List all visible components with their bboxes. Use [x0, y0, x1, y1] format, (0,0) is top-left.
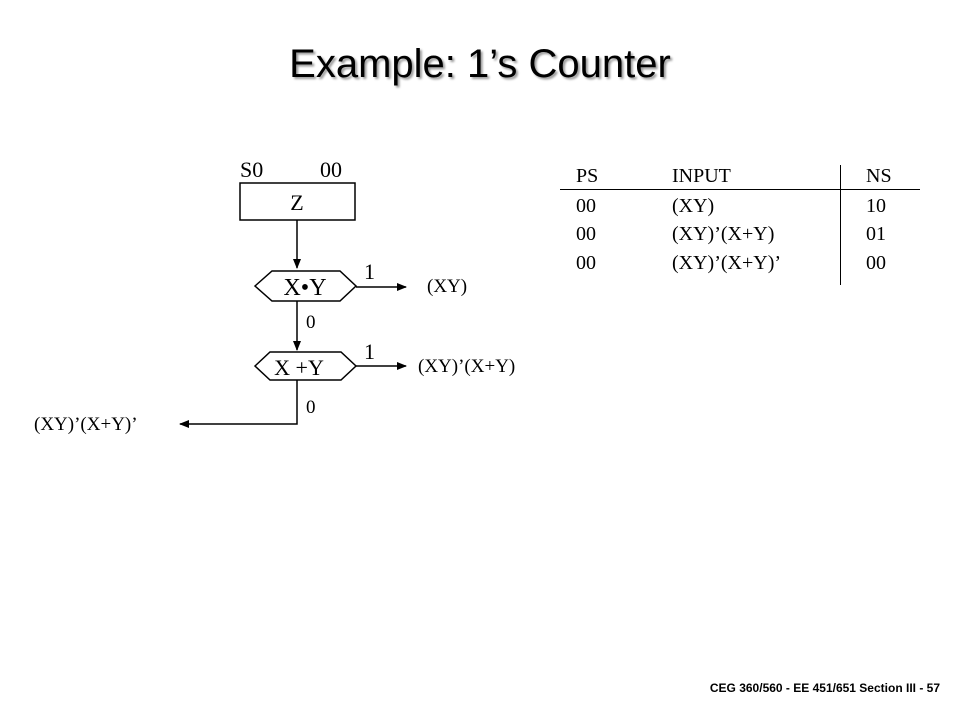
table-header-input: INPUT [672, 165, 731, 187]
table-cell: (XY) [672, 195, 715, 217]
table-cell: 00 [866, 252, 886, 274]
table-cell: 00 [576, 223, 596, 245]
decision-2-false-label: 0 [306, 397, 316, 418]
table-cell: 01 [866, 223, 886, 245]
state-table: PS INPUT NS 00 (XY) 10 00 (XY)’(X+Y) 01 … [560, 165, 920, 285]
table-cell: 00 [576, 195, 596, 217]
slide-footer: CEG 360/560 - EE 451/651 Section III - 5… [709, 681, 940, 695]
state-code: 00 [320, 157, 342, 182]
state-box [239, 182, 356, 221]
decision-2-true-exit: (XY)’(X+Y) [418, 356, 515, 377]
table-cell: 00 [576, 252, 596, 274]
decision-2-true-label: 1 [364, 339, 375, 364]
decision-1-hexagon [253, 270, 358, 302]
table-header-ns: NS [866, 165, 892, 187]
decision-1-condition: X•Y [283, 275, 326, 301]
state-output: Z [290, 190, 303, 215]
table-cell: (XY)’(X+Y) [672, 223, 775, 245]
decision-2-condition: X +Y [274, 355, 324, 380]
table-header-rule [560, 189, 920, 190]
table-cell: 10 [866, 195, 886, 217]
state-name: S0 [240, 157, 263, 182]
decision-1-true-label: 1 [364, 259, 375, 284]
decision-1-false-label: 0 [306, 312, 316, 333]
table-header-ps: PS [576, 165, 599, 187]
page-title: Example: 1’s Counter [289, 42, 671, 86]
table-cell: (XY)’(X+Y)’ [672, 252, 782, 274]
decision-2-false-exit: (XY)’(X+Y)’ [34, 414, 138, 435]
table-column-rule [840, 165, 841, 285]
decision-1-true-exit: (XY) [427, 276, 467, 297]
decision-2-false-arrow [179, 380, 298, 428]
